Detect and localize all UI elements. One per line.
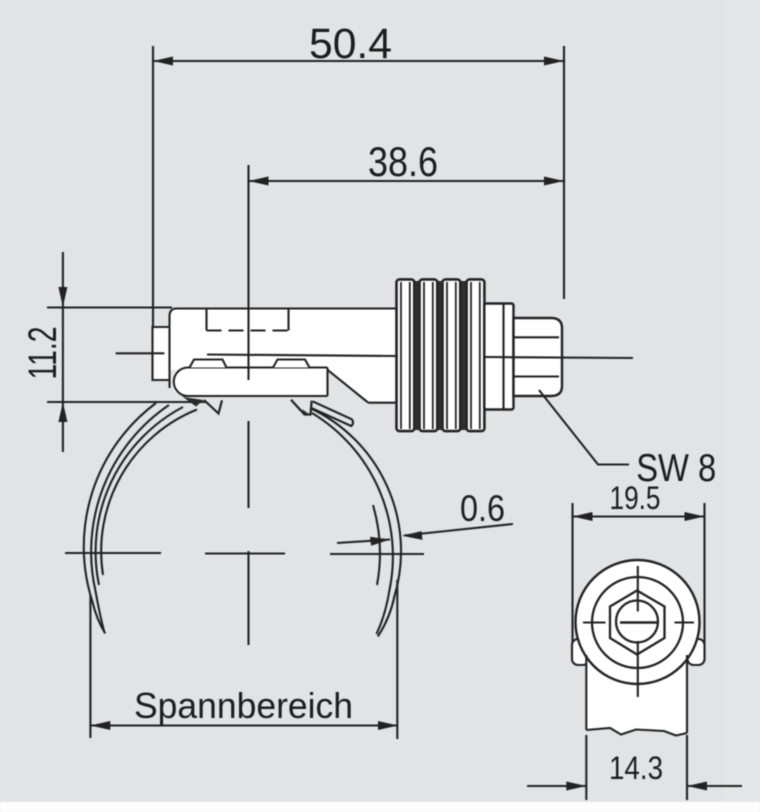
svg-text:38.6: 38.6 xyxy=(368,138,438,185)
svg-text:50.4: 50.4 xyxy=(309,20,392,68)
svg-text:11.2: 11.2 xyxy=(21,327,65,380)
svg-text:19.5: 19.5 xyxy=(610,480,661,516)
svg-text:0.6: 0.6 xyxy=(460,488,505,529)
svg-text:14.3: 14.3 xyxy=(609,750,663,786)
svg-text:SW 8: SW 8 xyxy=(636,447,716,490)
svg-text:Spannbereich: Spannbereich xyxy=(134,685,353,726)
